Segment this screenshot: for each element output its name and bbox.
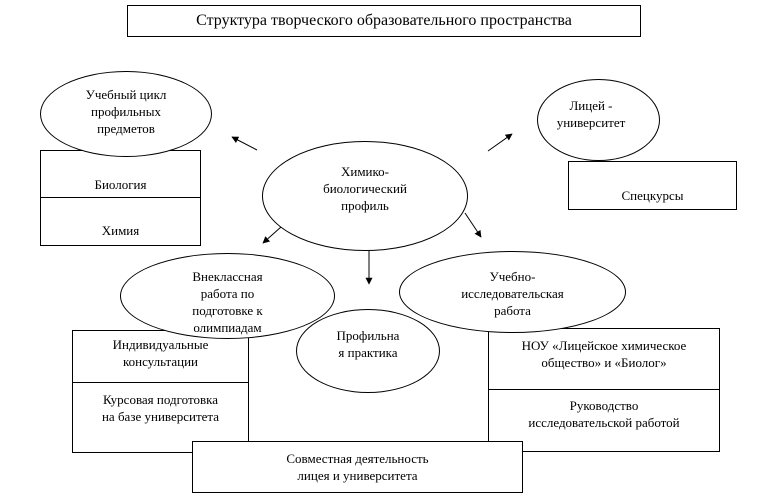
right-bottom-ellipse xyxy=(399,251,626,333)
right-top-label: Лицей - университет xyxy=(556,98,626,130)
right-top-ellipse xyxy=(537,79,660,161)
arrow-to-left-bottom xyxy=(262,226,282,244)
left-top-list xyxy=(40,150,201,246)
right-bottom-list xyxy=(488,328,720,452)
arrow-to-left-top xyxy=(231,136,258,151)
center-label: Химико- биологический профиль xyxy=(323,164,407,213)
right-top-item-special-courses: Спецкурсы xyxy=(621,188,684,203)
left-top-divider xyxy=(40,197,201,198)
arrow-to-right-top xyxy=(487,133,513,152)
right-top-list: Спецкурсы xyxy=(568,161,737,210)
left-top-ellipse xyxy=(40,71,212,157)
middle-bottom-label: Профильна я практика xyxy=(336,328,400,360)
left-top-item-chemistry: Химия xyxy=(101,223,140,238)
right-bottom-item-research-guidance: Руководство исследовательской работой xyxy=(528,398,680,430)
middle-bottom-ellipse xyxy=(296,309,440,393)
footer-box: Совместная деятельность лицея и универси… xyxy=(192,441,523,493)
right-bottom-divider xyxy=(488,389,720,390)
left-bottom-item-consultations: Индивидуальные консультации xyxy=(112,337,209,369)
center-ellipse xyxy=(262,141,468,251)
left-bottom-label: Внеклассная работа по подготовке к олимп… xyxy=(192,269,263,335)
page-title: Структура творческого образовательного п… xyxy=(196,12,572,29)
left-bottom-ellipse xyxy=(120,253,335,339)
title-box: Структура творческого образовательного п… xyxy=(127,5,641,37)
left-bottom-list xyxy=(72,330,249,453)
right-bottom-item-nou: НОУ «Лицейское химическое общество» и «Б… xyxy=(521,338,687,370)
left-top-label: Учебный цикл профильных предметов xyxy=(85,87,167,136)
left-top-item-biology: Биология xyxy=(94,177,147,192)
right-bottom-label: Учебно- исследовательская работа xyxy=(461,269,564,318)
left-bottom-item-course-prep: Курсовая подготовка на базе университета xyxy=(101,392,220,424)
arrow-to-right-bottom xyxy=(464,212,482,238)
footer-label: Совместная деятельность лицея и универси… xyxy=(286,451,429,483)
left-bottom-divider xyxy=(72,382,249,383)
